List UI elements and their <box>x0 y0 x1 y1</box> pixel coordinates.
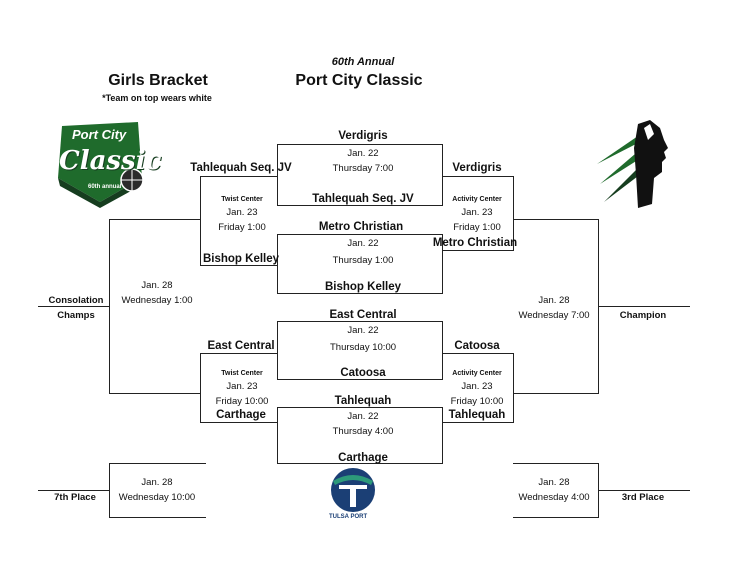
team-label: Metro Christian <box>318 221 404 233</box>
team-label: Tahlequah Seq. JV <box>312 193 414 205</box>
team-label: Catoosa <box>340 367 386 379</box>
game-date: Jan. 23 <box>226 381 258 392</box>
game-date: Jan. 28 <box>141 280 173 291</box>
game-date: Jan. 28 <box>141 477 173 488</box>
team-label: Bishop Kelley <box>324 281 402 293</box>
seventh-place-label: 7th Place <box>54 492 96 503</box>
team-label: Tahlequah <box>448 409 506 421</box>
feather-icon <box>597 136 640 164</box>
game-time: Friday 1:00 <box>453 222 501 233</box>
game-date: Jan. 28 <box>538 477 570 488</box>
team-label: Verdigris <box>452 162 502 174</box>
team-label: East Central <box>207 340 275 352</box>
team-label: Metro Christian <box>432 237 518 249</box>
logo-text-annual: 60th annual <box>88 184 122 190</box>
feather-icon <box>604 162 646 202</box>
logo-text-port-city: Port City <box>72 127 127 142</box>
game-time: Thursday 10:00 <box>329 342 397 353</box>
game-date: Jan. 23 <box>226 207 258 218</box>
logo-badge-shape <box>58 122 144 208</box>
game-date: Jan. 22 <box>347 325 379 336</box>
game-time: Thursday 7:00 <box>332 163 394 174</box>
team-label: East Central <box>329 309 397 321</box>
game-time: Friday 10:00 <box>215 396 269 407</box>
game-time: Thursday 4:00 <box>332 426 394 437</box>
uniform-note: *Team on top wears white <box>102 93 212 103</box>
game-time: Wednesday 4:00 <box>518 492 590 503</box>
game-date: Jan. 23 <box>461 207 493 218</box>
logo-text-classic: Classic <box>59 146 162 176</box>
consolation-label: Consolation <box>48 295 104 306</box>
sponsor-text: TULSA PORT <box>329 514 368 520</box>
game-time: Wednesday 10:00 <box>118 492 196 503</box>
team-label: Carthage <box>216 409 266 421</box>
bracket-title: Girls Bracket <box>108 72 208 89</box>
game-date: Jan. 28 <box>538 295 570 306</box>
venue-label: Activity Center <box>452 370 502 377</box>
venue-label: Twist Center <box>221 370 263 377</box>
tulsa-port-emblem <box>331 468 375 512</box>
team-label: Tahlequah Seq. JV <box>190 162 292 174</box>
venue-label: Activity Center <box>452 196 502 203</box>
head-silhouette <box>634 120 668 208</box>
team-label: Catoosa <box>454 340 500 352</box>
team-label: Tahlequah <box>334 395 392 407</box>
game-date: Jan. 22 <box>347 238 379 249</box>
event-title: Port City Classic <box>295 72 423 89</box>
game-date: Jan. 23 <box>461 381 493 392</box>
team-label: Bishop Kelley <box>202 253 280 265</box>
consolation-label: Champs <box>57 310 95 321</box>
annual-label: 60th Annual <box>331 56 395 68</box>
warrior-head-logo <box>597 120 668 208</box>
game-time: Friday 1:00 <box>218 222 266 233</box>
game-date: Jan. 22 <box>347 411 379 422</box>
team-label: Carthage <box>338 452 388 464</box>
third-place-label: 3rd Place <box>621 492 665 503</box>
champion-label: Champion <box>619 310 667 321</box>
tulsa-port-logo: TULSA PORT <box>327 467 379 520</box>
game-time: Wednesday 1:00 <box>121 295 193 306</box>
game-time: Wednesday 7:00 <box>518 310 590 321</box>
game-time: Thursday 1:00 <box>332 255 394 266</box>
feather-icon <box>600 148 644 184</box>
team-label: Verdigris <box>338 130 388 142</box>
port-city-classic-logo: Port City Classic 60th annual <box>54 116 161 208</box>
game-time: Friday 10:00 <box>450 396 504 407</box>
game-date: Jan. 22 <box>347 148 379 159</box>
venue-label: Twist Center <box>221 196 263 203</box>
